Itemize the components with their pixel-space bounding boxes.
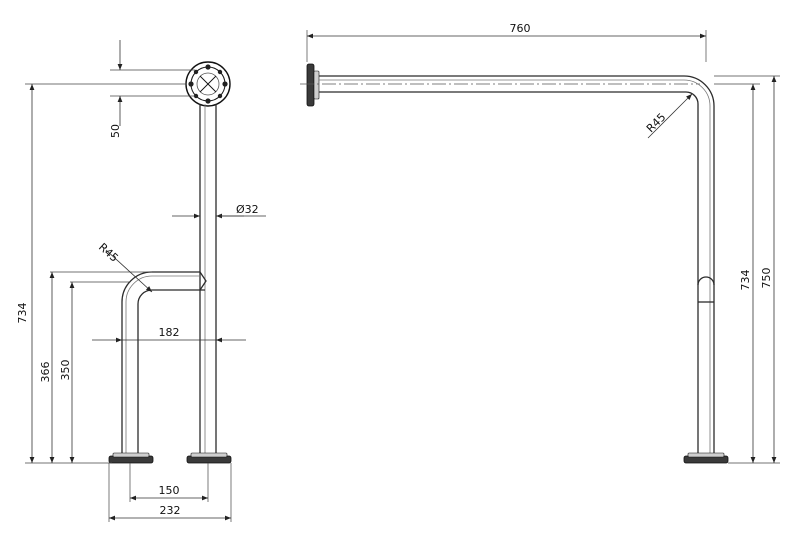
dim-lower-height-outer: 366	[39, 272, 55, 463]
dim-side-bend-radius: R45	[96, 241, 153, 293]
dim-base-outer-label: 232	[160, 504, 181, 517]
main-vertical-tube	[199, 104, 217, 456]
front-view: 760 R45 734 750	[300, 22, 780, 464]
dim-front-height-overall: 750	[760, 76, 777, 463]
dim-tube-diameter-label: Ø32	[236, 203, 259, 216]
dim-lower-height-outer-label: 366	[39, 362, 52, 383]
dim-lower-height-center-label: 350	[59, 360, 72, 381]
side-view: 50 Ø32 R45 734 366 350	[16, 40, 266, 522]
dim-flange-label: 50	[109, 124, 122, 138]
dim-lower-height-center: 350	[59, 282, 75, 463]
dim-flange: 50	[109, 40, 123, 138]
dim-tube-diameter: Ø32	[172, 203, 266, 219]
dim-arm-width-label: 182	[159, 326, 180, 339]
wall-flange	[185, 61, 231, 107]
front-horizontal-tube	[319, 75, 715, 456]
dim-front-length-label: 760	[510, 22, 531, 35]
dim-total-height-label: 734	[16, 303, 29, 324]
side-base-plates	[108, 452, 232, 464]
dim-base-center-label: 150	[159, 484, 180, 497]
dim-total-height: 734	[16, 84, 35, 463]
dim-arm-width: 182	[92, 326, 246, 343]
dim-front-height-center: 734	[739, 84, 756, 463]
dim-front-bend-radius-label: R45	[644, 111, 668, 135]
dim-base-outer: 232	[109, 504, 231, 521]
dim-front-height-overall-label: 750	[760, 268, 773, 289]
front-base-plate	[683, 452, 729, 464]
dim-front-length: 760	[307, 22, 706, 39]
side-arm-tube	[121, 271, 207, 456]
front-wall-flange	[300, 63, 700, 107]
dim-front-bend-radius: R45	[644, 93, 693, 139]
dim-front-height-center-label: 734	[739, 270, 752, 291]
dim-base-center: 150	[130, 484, 208, 501]
dim-side-bend-radius-label: R45	[96, 241, 121, 265]
